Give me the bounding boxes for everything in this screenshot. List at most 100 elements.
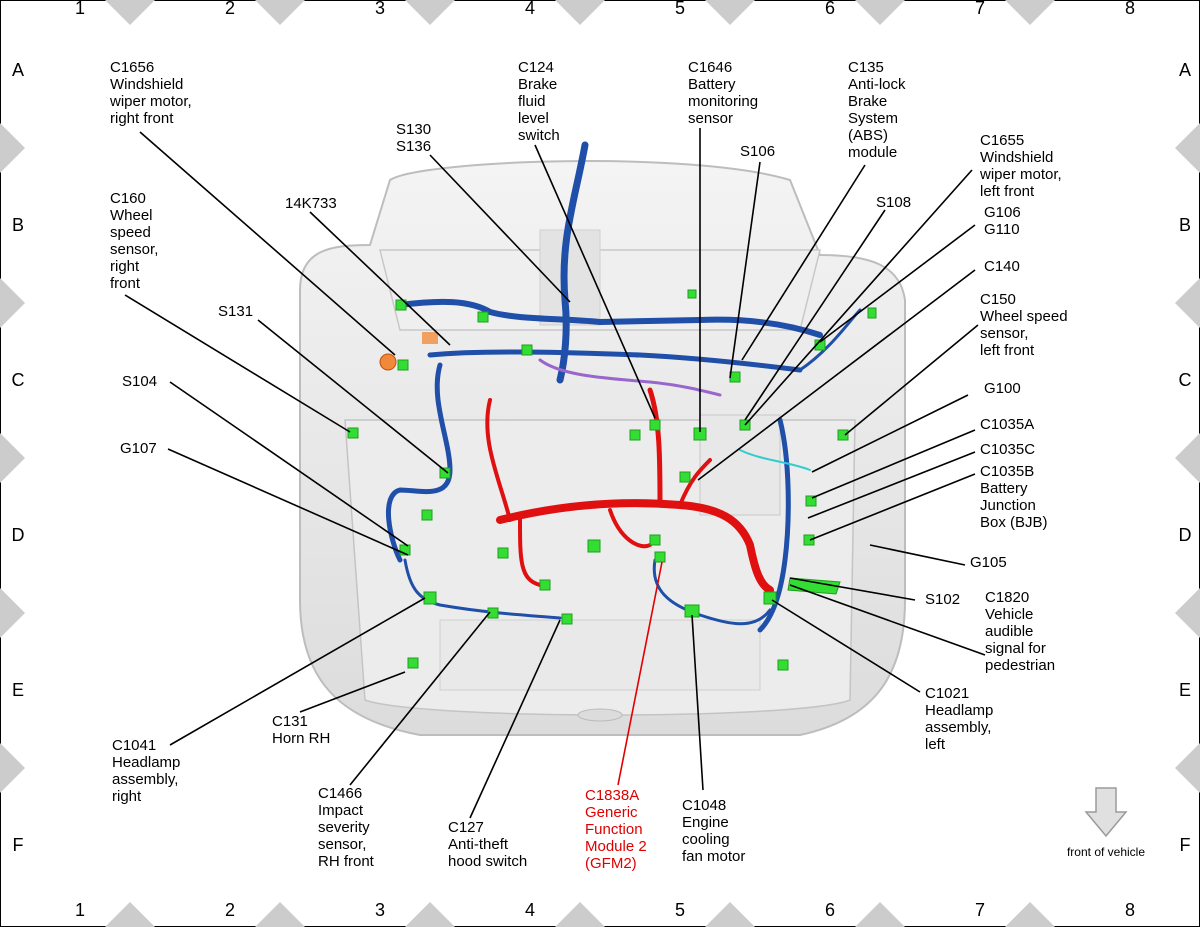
- connector: [837, 429, 849, 441]
- leader-c1021: [771, 599, 921, 693]
- connector: [497, 547, 509, 559]
- callout-c1035c: C1035C: [980, 441, 1035, 458]
- callout-line: C1646: [688, 59, 732, 76]
- grid-marker: [1005, 902, 1055, 927]
- leader-g107: [167, 448, 409, 556]
- callout-line: hood switch: [448, 853, 527, 870]
- callout-line: Function: [585, 821, 643, 838]
- callout-line: pedestrian: [985, 657, 1055, 674]
- grid-marker: [1005, 0, 1055, 25]
- harness-segment: [403, 558, 562, 620]
- connector: [521, 344, 533, 356]
- callout-line: C150: [980, 291, 1016, 308]
- callout-line: fan motor: [682, 848, 745, 865]
- callout-line: S131: [218, 303, 253, 320]
- connector: [477, 311, 489, 323]
- callout-line: cooling: [682, 831, 730, 848]
- callout-line: Wheel: [110, 207, 153, 224]
- grid-marker: [405, 0, 455, 25]
- connector: [805, 495, 817, 507]
- callout-line: speed: [110, 224, 151, 241]
- leader-s106: [729, 161, 761, 379]
- callout-line: Anti-lock: [848, 76, 906, 93]
- callout-line: Impact: [318, 802, 364, 819]
- harness-segment: [427, 349, 803, 373]
- callout-line: C1048: [682, 797, 726, 814]
- callout-line: Windshield: [980, 149, 1053, 166]
- connector: [487, 607, 499, 619]
- arrow-down-icon: [1084, 787, 1128, 838]
- callout-line: S130: [396, 121, 431, 138]
- grid-marker: [555, 902, 605, 927]
- wiper-motor-connector: [379, 353, 397, 371]
- connector: [787, 577, 841, 595]
- callout-s108: S108: [876, 194, 911, 211]
- connector: [867, 307, 877, 319]
- grid-column-label: 1: [75, 900, 85, 920]
- callout-line: G106: [984, 204, 1021, 221]
- grid-marker: [105, 0, 155, 25]
- callout-line: System: [848, 110, 898, 127]
- battery-box: [699, 414, 781, 516]
- connector: [439, 467, 451, 479]
- callout-line: left front: [980, 342, 1035, 359]
- callout-line: 14K733: [285, 195, 337, 212]
- connector: [539, 579, 551, 591]
- connector: [395, 299, 407, 311]
- grid-marker: [0, 278, 25, 328]
- callout-line: G107: [120, 440, 157, 457]
- grid-marker: [1175, 123, 1200, 173]
- connector: [423, 591, 437, 605]
- callout-line: module: [848, 144, 897, 161]
- grid-marker: [405, 902, 455, 927]
- callout-line: right front: [110, 110, 174, 127]
- callout-line: Junction: [980, 497, 1036, 514]
- callout-s104: S104: [122, 373, 157, 390]
- harness-segment: [652, 558, 772, 626]
- callout-line: C140: [984, 258, 1020, 275]
- leader-s131: [257, 319, 449, 474]
- red-harness: [485, 387, 774, 594]
- callout-line: sensor: [688, 110, 733, 127]
- callout-line: Module 2: [585, 838, 647, 855]
- grid-column-label: 3: [375, 0, 385, 18]
- grid-column-label: 2: [225, 0, 235, 18]
- grid-column-label: 2: [225, 900, 235, 920]
- grid-row-label: A: [12, 60, 24, 80]
- brake-booster: [539, 229, 601, 326]
- grid-column-label: 1: [75, 0, 85, 18]
- callout-line: assembly,: [925, 719, 991, 736]
- callout-line: assembly,: [112, 771, 178, 788]
- connector: [347, 427, 359, 439]
- front-emblem: [577, 708, 623, 722]
- callout-g100: G100: [984, 380, 1021, 397]
- grid-column-label: 4: [525, 0, 535, 18]
- callout-line: switch: [518, 127, 560, 144]
- callout-line: Generic: [585, 804, 638, 821]
- callout-line: fluid: [518, 93, 546, 110]
- harness-segment: [485, 398, 512, 522]
- grid-row-label: C: [12, 370, 25, 390]
- grid-column-label: 4: [525, 900, 535, 920]
- grid-column-label: 5: [675, 900, 685, 920]
- callout-line: C1035C: [980, 441, 1035, 458]
- grid-marker: [705, 902, 755, 927]
- vehicle-body: [299, 160, 906, 736]
- callout-line: Box (BJB): [980, 514, 1048, 531]
- connector: [777, 659, 789, 671]
- callout-line: S102: [925, 591, 960, 608]
- callout-c140: C140: [984, 258, 1020, 275]
- leader-c1041: [169, 597, 426, 746]
- grid-row-label: E: [1179, 680, 1191, 700]
- leader-c1655: [744, 169, 973, 426]
- leader-c127: [469, 619, 561, 819]
- grid-row-label: D: [12, 525, 25, 545]
